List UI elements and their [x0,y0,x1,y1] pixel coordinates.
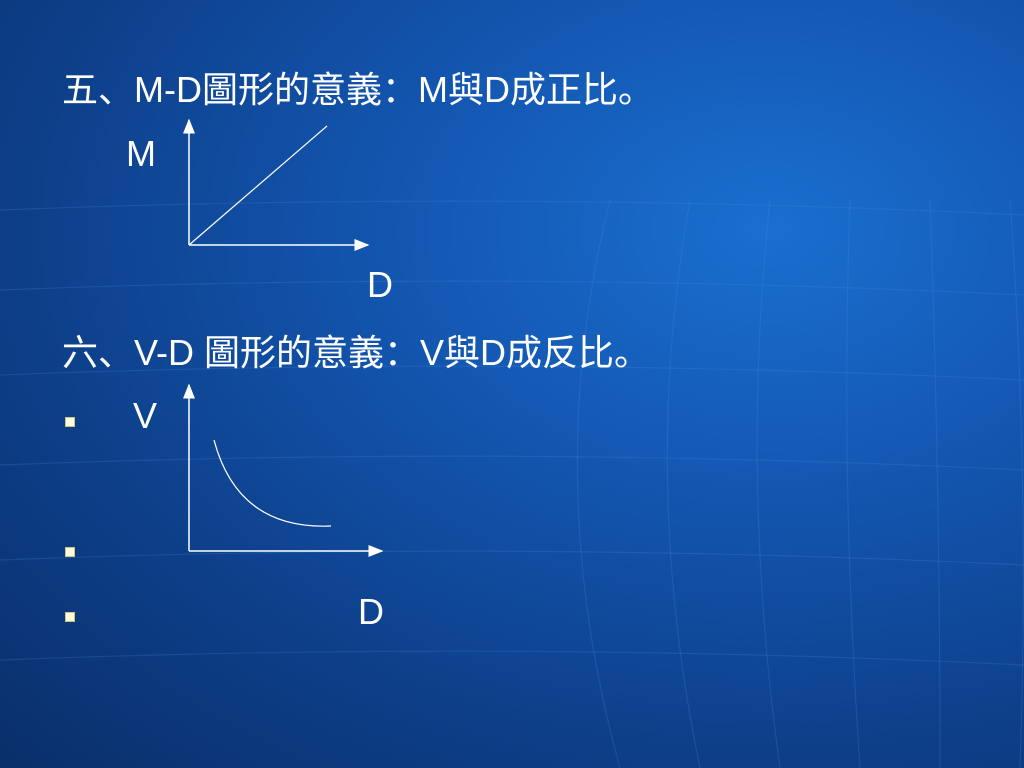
vd-graph-y-label: V [133,395,158,436]
heading-md-meaning: 五、M-D圖形的意義：M與D成正比。 [62,69,654,110]
heading-vd-meaning: 六、V-D 圖形的意義：V與D成反比。 [62,332,651,373]
vd-graph-x-label: D [358,591,384,632]
md-graph-x-label: D [367,264,393,305]
bullet-marker [65,417,75,427]
bullet-marker [65,547,75,557]
bullet-marker [65,612,75,622]
md-graph-y-label: M [126,133,156,174]
